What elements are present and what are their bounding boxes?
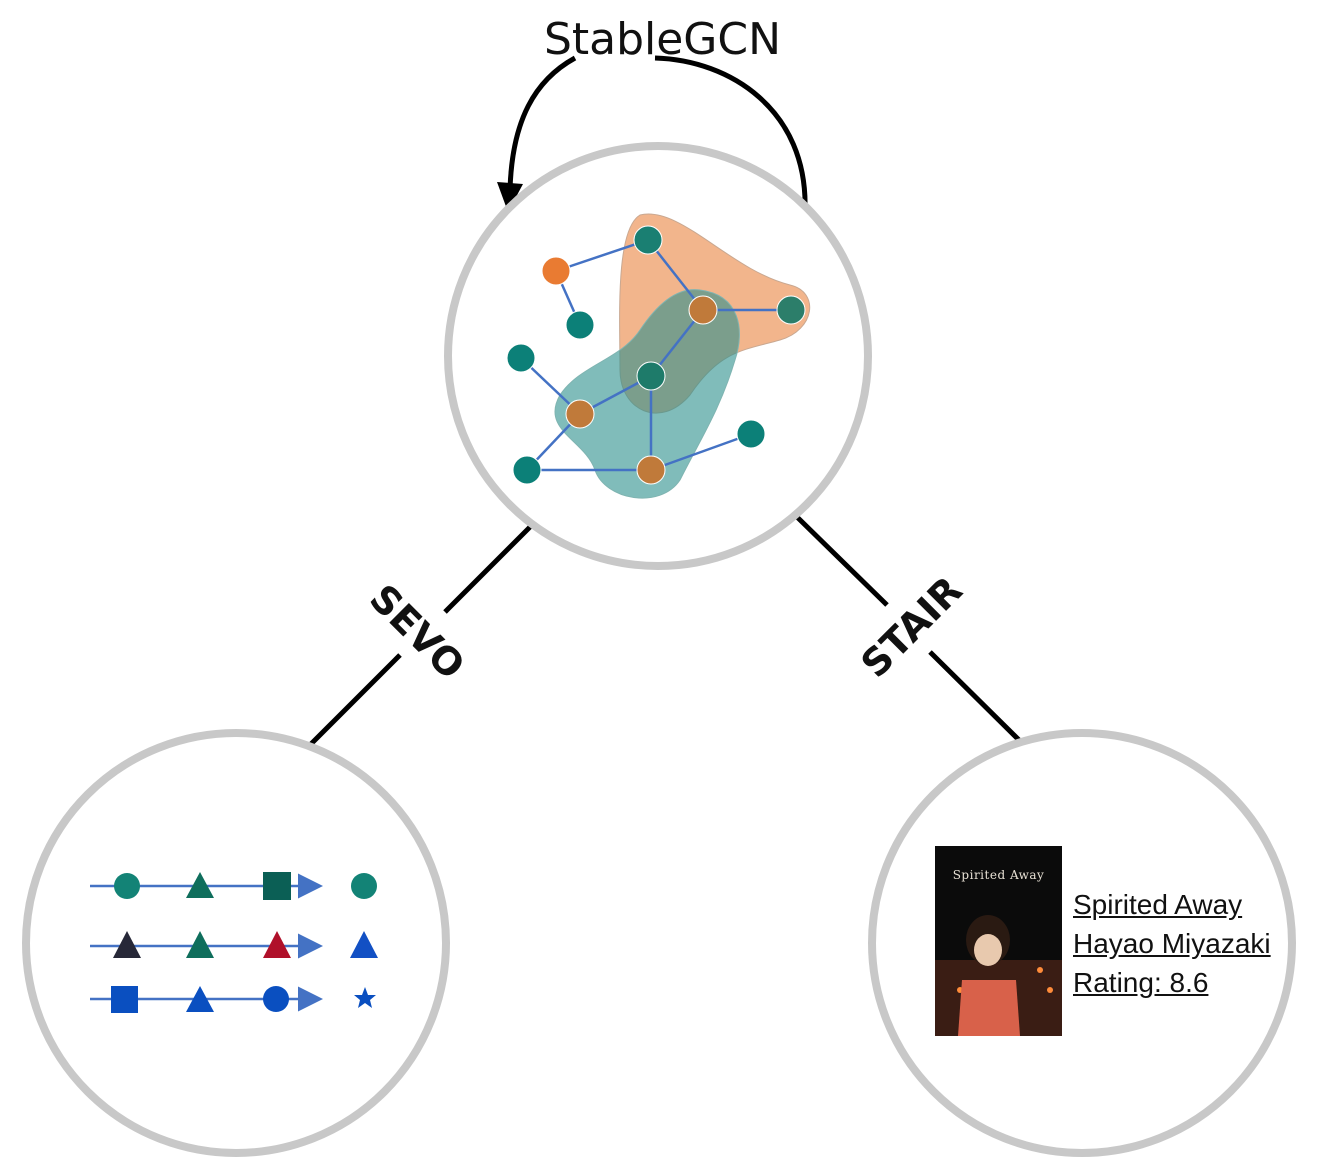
circle-teal-target-icon [351, 873, 377, 899]
sequence-circle [22, 729, 450, 1157]
graph-node [565, 399, 595, 429]
graph-node [688, 295, 718, 325]
diagram-title: StableGCN [543, 14, 782, 65]
triangle-blue-target-icon [350, 931, 378, 958]
graph-node [565, 310, 595, 340]
movie-title-link[interactable]: Spirited Away [1073, 889, 1243, 920]
triangle-darkgreen-icon [186, 872, 214, 898]
graph-node [776, 295, 806, 325]
movie-director-link[interactable]: Hayao Miyazaki [1073, 928, 1271, 959]
circle-teal-icon [114, 873, 140, 899]
self-loop-arrow [507, 55, 808, 211]
triangle-blue-icon [186, 986, 214, 1012]
graph-node [636, 455, 666, 485]
connector-right-lower [928, 650, 1024, 745]
self-loop-arrowhead-icon [497, 182, 523, 212]
connector-right-upper [793, 513, 889, 607]
sequence-row-2 [90, 931, 378, 959]
triangle-crimson-icon [263, 931, 291, 958]
movie-circle [868, 729, 1296, 1157]
movie-info: Spirited Away Hayao Miyazaki Rating: 8.6 [1073, 885, 1271, 1002]
circle-blue-icon [263, 986, 289, 1012]
graph-node [736, 419, 766, 449]
graph-node [512, 455, 542, 485]
triangle-darkgreen-icon [186, 931, 214, 958]
graph-nodes [506, 225, 806, 485]
teal-region [554, 289, 740, 499]
connector-left-lower [305, 653, 402, 750]
graph-node [506, 343, 536, 373]
graph-node [636, 361, 666, 391]
square-darkgreen-icon [263, 872, 291, 900]
connector-left-upper [443, 520, 537, 614]
graph-node [633, 225, 663, 255]
sequence-row-3 [90, 986, 376, 1013]
star-blue-target-icon [354, 987, 376, 1008]
graph-node [541, 256, 571, 286]
sequence-row-1 [90, 872, 377, 900]
square-blue-icon [111, 986, 138, 1013]
poster-artwork [935, 846, 1062, 1036]
triangle-navy-icon [113, 931, 141, 958]
movie-rating-link[interactable]: Rating: 8.6 [1073, 967, 1209, 998]
poster-title: Spirited Away [952, 868, 1045, 882]
